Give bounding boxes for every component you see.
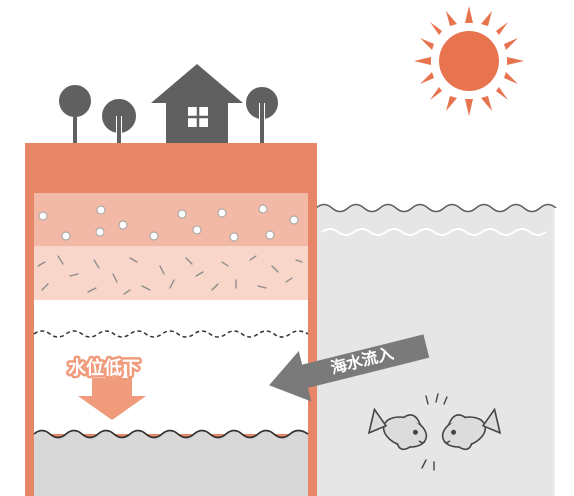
fish-icon bbox=[441, 407, 502, 451]
tree-icon bbox=[100, 97, 138, 143]
saline-bottom-layer bbox=[34, 430, 308, 496]
tree-icon bbox=[57, 83, 93, 143]
ground-cross-section bbox=[25, 143, 317, 496]
tree-icon bbox=[244, 85, 280, 143]
house-icon bbox=[151, 64, 243, 143]
topsoil-layer bbox=[34, 193, 308, 246]
sun-icon bbox=[414, 6, 524, 116]
subsoil-layer bbox=[34, 246, 308, 300]
sea bbox=[315, 203, 558, 496]
water-level-drop-label: 水位低下 bbox=[68, 357, 140, 379]
left-arrow-icon bbox=[269, 334, 430, 402]
fish-distress-marks bbox=[421, 393, 448, 471]
freshwater-layer bbox=[34, 300, 308, 434]
down-arrow-icon bbox=[78, 378, 146, 420]
former-water-level bbox=[33, 330, 309, 338]
topsoil-pebbles bbox=[38, 204, 299, 242]
subsoil-texture bbox=[37, 255, 303, 295]
fish-icon bbox=[367, 407, 428, 451]
